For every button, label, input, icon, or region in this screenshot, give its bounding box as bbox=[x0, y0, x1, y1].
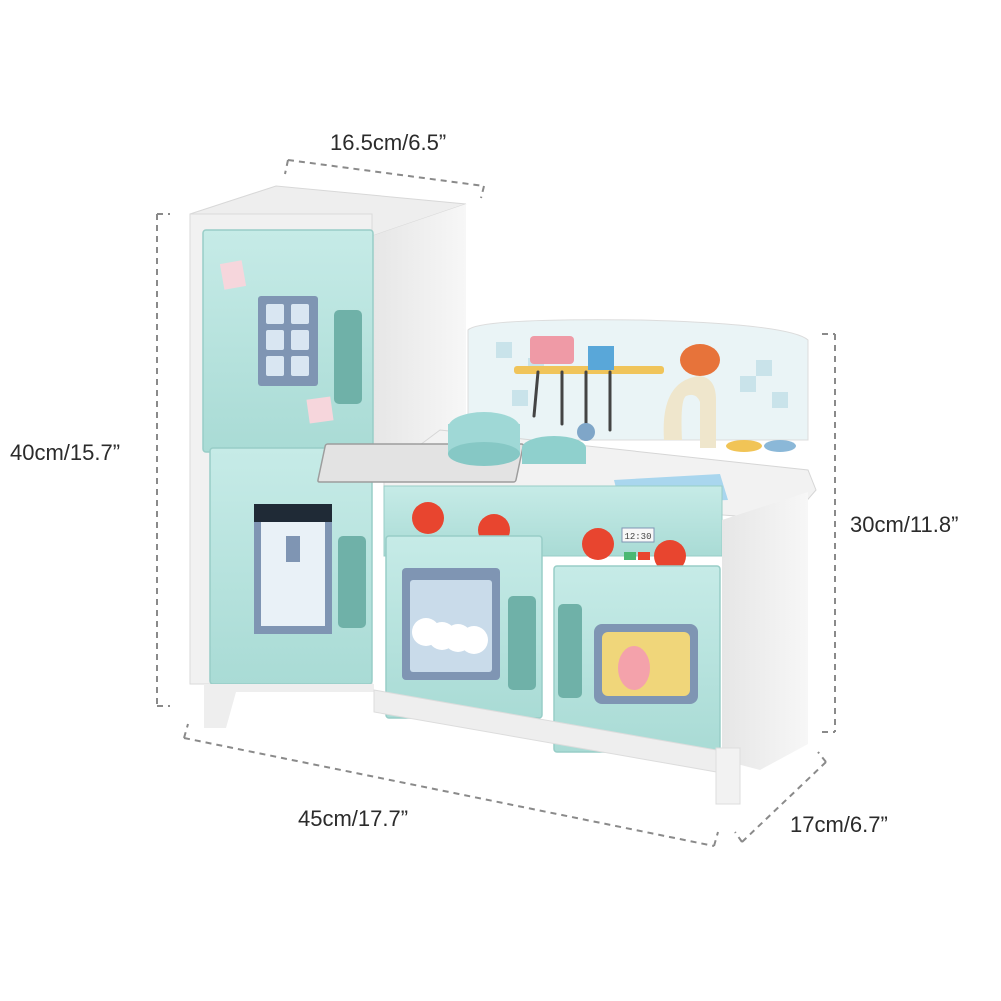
knob-icon bbox=[654, 540, 686, 572]
clock-display bbox=[621, 527, 655, 543]
knob-icon bbox=[582, 528, 614, 560]
hanging-utensils bbox=[532, 370, 612, 432]
faucet bbox=[663, 376, 716, 448]
sticky-note bbox=[219, 260, 247, 290]
dishwasher-handle bbox=[508, 596, 536, 690]
utensil-cup-icon bbox=[588, 346, 614, 370]
dim-line-bottom bbox=[183, 737, 715, 847]
plates bbox=[412, 618, 488, 654]
backsplash bbox=[467, 319, 809, 441]
dimension-lines bbox=[156, 159, 836, 847]
kettle-icon bbox=[680, 344, 720, 376]
stove-unit: 12:30 bbox=[317, 319, 817, 805]
knobs bbox=[412, 502, 686, 572]
knob-icon bbox=[412, 502, 444, 534]
dim-line-depth bbox=[741, 761, 827, 843]
clock-text: 12:30 bbox=[624, 532, 651, 542]
fridge-upper-handle bbox=[334, 310, 362, 404]
dim-line-top bbox=[287, 159, 485, 187]
sticky-note bbox=[306, 396, 334, 424]
dimension-total-width: 45cm/17.7” bbox=[298, 806, 409, 831]
oven-handle bbox=[558, 604, 582, 698]
pear-icon bbox=[618, 646, 650, 690]
pink-pot-icon bbox=[530, 336, 574, 364]
panel-icons bbox=[266, 304, 309, 376]
fridge-lower-handle bbox=[338, 536, 366, 628]
dimension-top-width: 16.5cm/6.5” bbox=[330, 130, 447, 155]
dimension-fridge-height: 40cm/15.7” bbox=[10, 440, 121, 465]
dimension-stove-height: 30cm/11.8” bbox=[850, 512, 959, 537]
dimension-depth: 17cm/6.7” bbox=[790, 812, 888, 837]
